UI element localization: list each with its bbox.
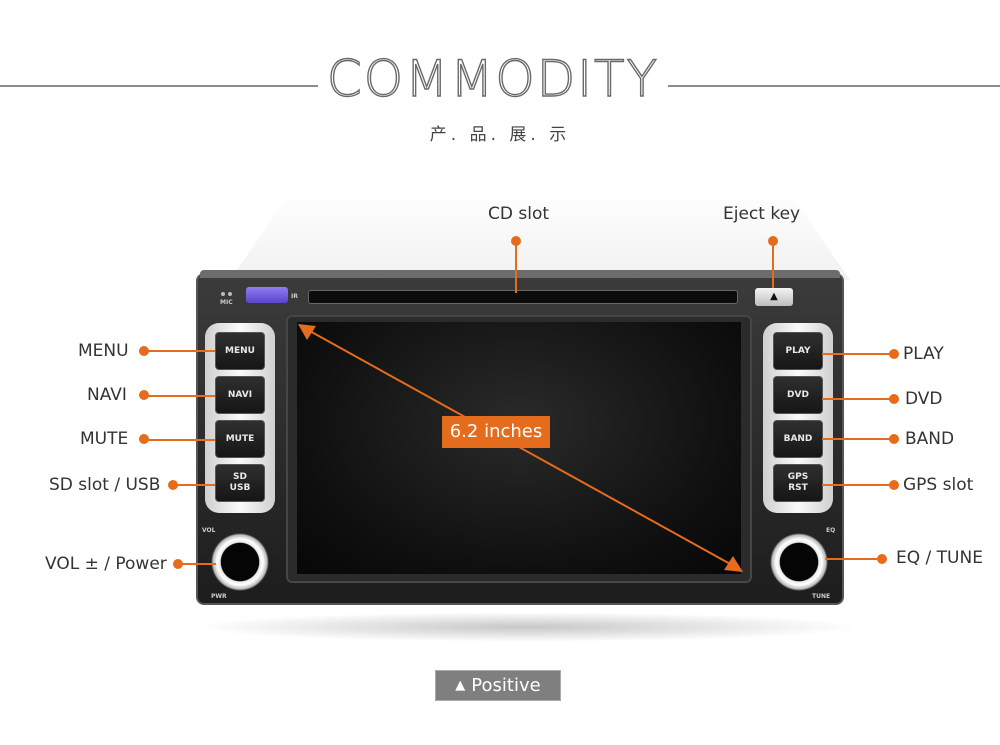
navi-label: NAVI: [87, 385, 127, 405]
dvd-line: [822, 398, 893, 400]
vol-power-line: [178, 563, 216, 565]
menu-line: [144, 350, 215, 352]
sd-usb-slot[interactable]: SD USB: [215, 464, 265, 502]
floor-shadow: [190, 612, 860, 642]
sd-usb-line: [173, 484, 215, 486]
navi-line: [144, 395, 215, 397]
dvd-button[interactable]: DVD: [773, 376, 823, 414]
eq-label: EQ: [826, 527, 836, 534]
band-label: BAND: [905, 429, 955, 449]
view-tag: ▲ Positive: [435, 670, 561, 701]
page-title: COMMODITY: [326, 49, 660, 108]
mic-label: MIC: [220, 299, 233, 306]
pwr-label: PWR: [211, 593, 227, 600]
header-rule-right: [668, 85, 1000, 87]
mute-button[interactable]: MUTE: [215, 420, 265, 458]
play-dot: [889, 349, 899, 359]
cd-slot-label: CD slot: [488, 204, 550, 224]
navi-button[interactable]: NAVI: [215, 376, 265, 414]
band-button[interactable]: BAND: [773, 420, 823, 458]
gps-slot-line: [822, 484, 893, 486]
tune-label: TUNE: [812, 593, 831, 600]
gps-rst-button[interactable]: GPS RST: [773, 464, 823, 502]
eq-tune-dot: [877, 554, 887, 564]
eq-tune-knob[interactable]: [770, 533, 828, 591]
band-line: [822, 438, 893, 440]
menu-label: MENU: [78, 341, 129, 361]
vol-power-label: VOL ± / Power: [45, 554, 167, 574]
play-line: [822, 353, 893, 355]
triangle-up-icon: ▲: [455, 678, 466, 693]
band-dot: [889, 434, 899, 444]
head-unit-top-edge: [200, 270, 840, 278]
dvd-dot: [889, 394, 899, 404]
menu-button[interactable]: MENU: [215, 332, 265, 370]
screen-size-badge: 6.2 inches: [442, 416, 550, 448]
eq-tune-label: EQ / TUNE: [896, 548, 983, 568]
mute-line: [144, 439, 215, 441]
header-rule-left: [0, 85, 318, 87]
eject-button[interactable]: ▲: [755, 288, 793, 306]
view-tag-label: Positive: [471, 675, 541, 696]
mute-label: MUTE: [80, 429, 129, 449]
page-subtitle: 产. 品. 展. 示: [429, 125, 571, 145]
gps-slot-label: GPS slot: [903, 475, 974, 495]
play-label: PLAY: [903, 344, 944, 364]
sd-usb-label: SD slot / USB: [49, 475, 161, 495]
cd-slot-line: [515, 241, 517, 293]
gps-slot-dot: [889, 480, 899, 490]
eject-key-label: Eject key: [723, 204, 801, 224]
ir-window: [246, 287, 288, 303]
eject-key-line: [772, 241, 774, 288]
eq-tune-line: [825, 558, 880, 560]
cd-slot: [308, 290, 738, 304]
light-beam: [230, 190, 850, 280]
play-button[interactable]: PLAY: [773, 332, 823, 370]
ir-label: IR: [291, 293, 298, 300]
dvd-label: DVD: [905, 389, 943, 409]
vol-label: VOL: [202, 527, 216, 534]
mic-holes: [221, 292, 235, 296]
vol-power-knob[interactable]: [211, 533, 269, 591]
